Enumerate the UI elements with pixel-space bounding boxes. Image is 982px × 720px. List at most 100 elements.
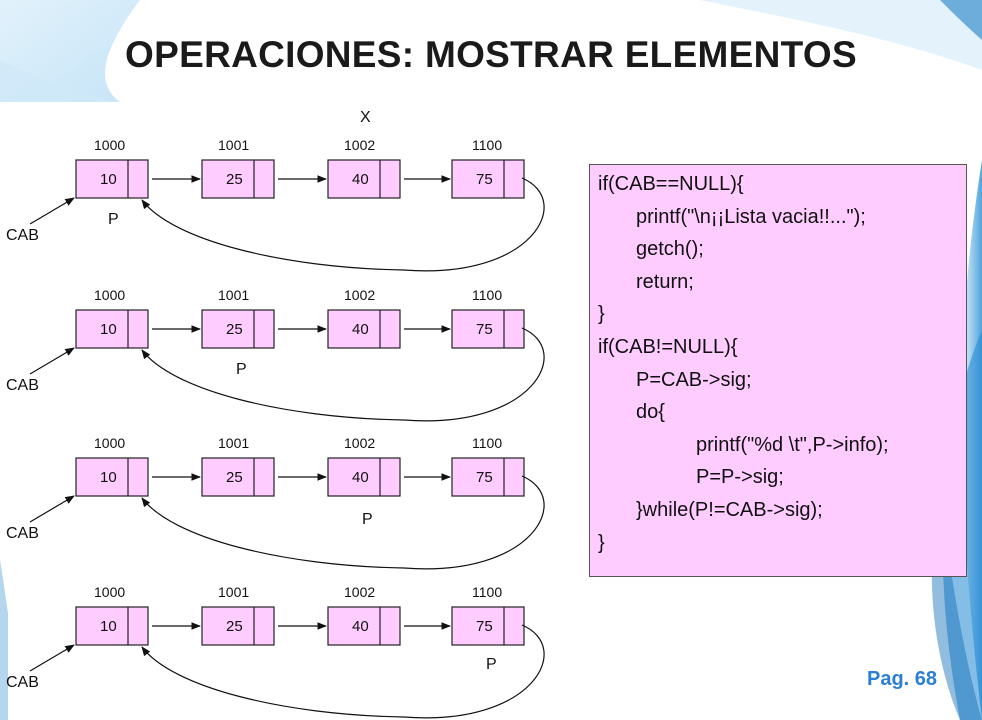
node-box xyxy=(451,309,525,349)
node-value: 10 xyxy=(100,321,117,338)
node-value: 75 xyxy=(476,321,493,338)
list-node: 10 xyxy=(75,309,149,349)
node-address: 1000 xyxy=(94,287,125,303)
list-node: 10 xyxy=(75,606,149,646)
node-box xyxy=(201,606,275,646)
p-pointer-label: P xyxy=(236,361,247,378)
slide-title: OPERACIONES: MOSTRAR ELEMENTOS xyxy=(125,34,857,75)
cab-arrow xyxy=(29,495,75,523)
cab-label: CAB xyxy=(6,377,39,394)
list-node: 40 xyxy=(327,606,401,646)
p-pointer-label: P xyxy=(108,211,119,228)
cab-arrow xyxy=(29,347,75,375)
node-box xyxy=(327,159,401,199)
code-line: if(CAB==NULL){ xyxy=(598,173,744,195)
list-node: 75 xyxy=(451,309,525,349)
circular-link-arrow xyxy=(141,624,545,719)
node-value: 75 xyxy=(476,618,493,635)
node-address: 1000 xyxy=(94,137,125,153)
list-node: 40 xyxy=(327,159,401,199)
node-box xyxy=(201,159,275,199)
code-box: if(CAB==NULL){ printf("\n¡¡Lista vacia!!.… xyxy=(589,164,967,577)
list-node: 25 xyxy=(201,606,275,646)
node-address: 1002 xyxy=(344,137,375,153)
node-value: 40 xyxy=(352,469,369,486)
node-address: 1000 xyxy=(94,584,125,600)
node-address: 1002 xyxy=(344,584,375,600)
code-line: getch(); xyxy=(636,238,704,261)
list-node: 75 xyxy=(451,606,525,646)
cab-label: CAB xyxy=(6,227,39,244)
cab-label: CAB xyxy=(6,674,39,691)
circular-link-arrow xyxy=(141,475,545,570)
node-box xyxy=(201,457,275,497)
x-marker-label: X xyxy=(360,109,371,126)
node-box xyxy=(327,309,401,349)
node-address: 1002 xyxy=(344,287,375,303)
circular-link-arrow xyxy=(141,327,545,422)
node-value: 75 xyxy=(476,469,493,486)
list-node: 25 xyxy=(201,159,275,199)
p-pointer-label: P xyxy=(486,656,497,673)
list-node: 25 xyxy=(201,457,275,497)
node-box xyxy=(201,309,275,349)
node-value: 40 xyxy=(352,171,369,188)
node-value: 10 xyxy=(100,618,117,635)
circular-link-arrow xyxy=(141,177,545,272)
code-line: if(CAB!=NULL){ xyxy=(598,336,738,358)
code-line: printf("%d \t",P->info); xyxy=(696,433,889,456)
code-line: } xyxy=(598,303,605,326)
list-node: 10 xyxy=(75,159,149,199)
node-value: 25 xyxy=(226,171,243,188)
node-value: 10 xyxy=(100,469,117,486)
list-node: 75 xyxy=(451,457,525,497)
node-address: 1100 xyxy=(472,435,502,451)
node-address: 1100 xyxy=(472,287,502,303)
list-node: 40 xyxy=(327,309,401,349)
node-box xyxy=(451,606,525,646)
code-line: do{ xyxy=(636,401,665,424)
node-value: 10 xyxy=(100,171,117,188)
node-address: 1000 xyxy=(94,435,125,451)
node-value: 25 xyxy=(226,321,243,338)
node-box xyxy=(75,606,149,646)
node-box xyxy=(327,606,401,646)
node-address: 1001 xyxy=(218,137,249,153)
page-number: Pag. 68 xyxy=(867,668,938,690)
node-address: 1100 xyxy=(472,137,502,153)
node-value: 40 xyxy=(352,321,369,338)
cab-arrow xyxy=(29,644,75,672)
code-line: }while(P!=CAB->sig); xyxy=(636,499,823,521)
node-box xyxy=(75,309,149,349)
code-line: printf("\n¡¡Lista vacia!!..."); xyxy=(636,205,866,228)
list-node: 75 xyxy=(451,159,525,199)
node-address: 1002 xyxy=(344,435,375,451)
node-box xyxy=(75,457,149,497)
list-node: 10 xyxy=(75,457,149,497)
node-value: 40 xyxy=(352,618,369,635)
list-node: 25 xyxy=(201,309,275,349)
node-value: 25 xyxy=(226,618,243,635)
node-address: 1001 xyxy=(218,287,249,303)
node-address: 1001 xyxy=(218,435,249,451)
list-node: 40 xyxy=(327,457,401,497)
code-line: return; xyxy=(636,270,694,293)
code-line: P=CAB->sig; xyxy=(636,368,752,391)
node-box xyxy=(327,457,401,497)
node-box xyxy=(451,159,525,199)
cab-arrow xyxy=(29,197,75,225)
node-address: 1100 xyxy=(472,584,502,600)
node-value: 75 xyxy=(476,171,493,188)
p-pointer-label: P xyxy=(362,511,373,528)
node-box xyxy=(75,159,149,199)
node-address: 1001 xyxy=(218,584,249,600)
node-value: 25 xyxy=(226,469,243,486)
code-line: } xyxy=(598,531,605,554)
cab-label: CAB xyxy=(6,525,39,542)
code-line: P=P->sig; xyxy=(696,466,784,489)
